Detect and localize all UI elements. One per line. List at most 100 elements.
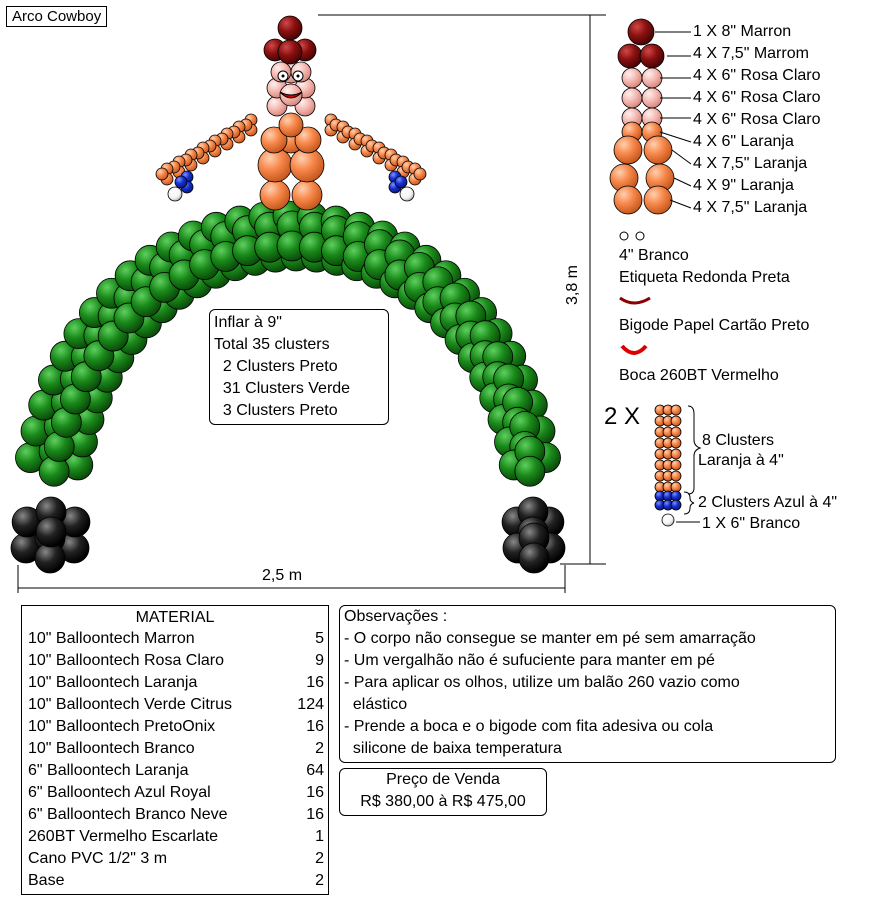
legend-label: 1 X 8" Marron — [693, 23, 792, 40]
price-label: Preço de Venda — [386, 771, 500, 788]
material-header: MATERIAL — [135, 609, 215, 626]
arm-multiplier: 2 X — [604, 403, 641, 430]
legend-eye — [619, 231, 629, 241]
legend-balloons — [609, 18, 682, 527]
material-qty: 2 — [315, 740, 324, 757]
material-item: 6" Balloontech Laranja — [28, 762, 189, 779]
material-item: 10" Balloontech Laranja — [28, 674, 198, 691]
material-qty: 16 — [306, 674, 324, 691]
black-balloon — [35, 516, 67, 548]
arm-legend-balloon — [670, 426, 682, 438]
legend-label: 4 X 7,5" Marrom — [693, 45, 809, 62]
mustache-label: Bigode Papel Cartão Preto — [619, 317, 810, 334]
green-balloon — [514, 455, 546, 487]
table-row: 10" Balloontech Laranja 16 — [22, 672, 328, 694]
arm-white-label: 1 X 6" Branco — [702, 515, 801, 532]
legend-balloon — [621, 67, 643, 89]
brace — [683, 491, 695, 515]
leader-line — [671, 149, 692, 165]
inflate-line: Total 35 clusters — [214, 336, 330, 353]
observation-line: - O corpo não consegue se manter em pé s… — [344, 630, 756, 647]
white-balloon — [167, 186, 183, 202]
inflate-info-box: Inflar à 9" Total 35 clusters 2 Clusters… — [209, 309, 389, 425]
legend-balloon — [641, 87, 663, 109]
legend-label: 4 X 7,5" Laranja — [693, 155, 808, 172]
material-item: 10" Balloontech PretoOnix — [28, 718, 216, 735]
brace — [687, 405, 702, 495]
leader-line — [659, 131, 692, 143]
legend-balloon — [621, 87, 643, 109]
table-row: 6" Balloontech Branco Neve 16 — [22, 804, 328, 826]
orange-balloon — [294, 126, 322, 154]
height-label: 3,8 m — [564, 264, 581, 305]
material-qty: 1 — [315, 828, 324, 845]
material-qty: 5 — [315, 630, 324, 647]
material-item: 10" Balloontech Verde Citrus — [28, 696, 233, 713]
material-qty: 16 — [306, 784, 324, 801]
material-item: 10" Balloontech Branco — [28, 740, 195, 757]
black-balloon — [518, 542, 550, 574]
legend-balloon — [613, 135, 643, 165]
material-qty: 9 — [315, 652, 324, 669]
material-item: 10" Balloontech Marron — [28, 630, 195, 647]
observation-line: Observações : — [344, 608, 448, 625]
material-item: 260BT Vermelho Escarlate — [28, 828, 219, 845]
mouth-label: Boca 260BT Vermelho — [619, 367, 779, 384]
leader-line — [673, 177, 692, 187]
pupil — [296, 74, 300, 78]
material-table: MATERIAL 10" Balloontech Marron 5 10" Bal… — [21, 605, 329, 895]
observation-line: silicone de baixa temperatura — [344, 740, 562, 757]
arm-clusters-label: 8 Clusters — [702, 432, 775, 449]
legend-eye — [635, 231, 645, 241]
legend-balloon — [613, 185, 643, 215]
mouth — [279, 91, 303, 99]
blue-balloon — [174, 175, 188, 189]
table-row: 260BT Vermelho Escarlate 1 — [22, 826, 328, 848]
arm-balloon — [155, 167, 169, 181]
arm-balloon — [413, 167, 427, 181]
observation-line: - Um vergalhão não é sufuciente para man… — [344, 652, 715, 669]
arm-legend-balloon — [670, 459, 682, 471]
price-value: R$ 380,00 à R$ 475,00 — [360, 793, 526, 810]
table-row: 10" Balloontech Rosa Claro 9 — [22, 650, 328, 672]
material-qty: 16 — [306, 806, 324, 823]
legend-balloon — [627, 18, 655, 46]
legend-label: 4 X 9" Laranja — [693, 177, 794, 194]
orange-balloon — [278, 112, 304, 138]
table-row: 10" Balloontech Marron 5 — [22, 628, 328, 650]
material-qty: 16 — [306, 718, 324, 735]
arm-legend-balloon — [670, 448, 682, 460]
eyes-label: 4" Branco — [619, 247, 689, 264]
material-item: 6" Balloontech Branco Neve — [28, 806, 228, 823]
legend-label: 4 X 6" Laranja — [693, 133, 794, 150]
material-item: 10" Balloontech Rosa Claro — [28, 652, 225, 669]
eyes-sub-label: Etiqueta Redonda Preta — [619, 269, 790, 286]
inflate-line: 3 Clusters Preto — [214, 402, 338, 419]
observation-line: - Prende a boca e o bigode com fita ades… — [344, 718, 714, 735]
legend-label: 4 X 6" Rosa Claro — [693, 67, 821, 84]
blue-balloon — [394, 175, 408, 189]
orange-balloon — [291, 179, 323, 211]
mouth-icon — [620, 344, 648, 355]
pupil — [281, 74, 285, 78]
arm-legend-balloon — [670, 481, 682, 493]
arm-legend-balloon — [670, 470, 682, 482]
arm-legend-balloon — [670, 437, 682, 449]
inflate-line: 31 Clusters Verde — [214, 380, 351, 397]
arch-balloons — [10, 200, 566, 574]
arm-legend-balloon — [661, 513, 675, 527]
arm-blue-label: 2 Clusters Azul à 4" — [698, 494, 838, 511]
diagram-title: Arco Cowboy — [6, 6, 108, 27]
arm-legend-balloon — [670, 415, 682, 427]
orange-balloon — [259, 179, 291, 211]
material-qty: 64 — [306, 762, 324, 779]
arm-legend-balloon — [670, 499, 682, 511]
white-balloon — [399, 186, 415, 202]
maroon-balloon — [277, 15, 303, 41]
dimension-lines — [17, 14, 702, 593]
table-row: 10" Balloontech PretoOnix 16 — [22, 716, 328, 738]
table-row: 6" Balloontech Laranja 64 — [22, 760, 328, 782]
